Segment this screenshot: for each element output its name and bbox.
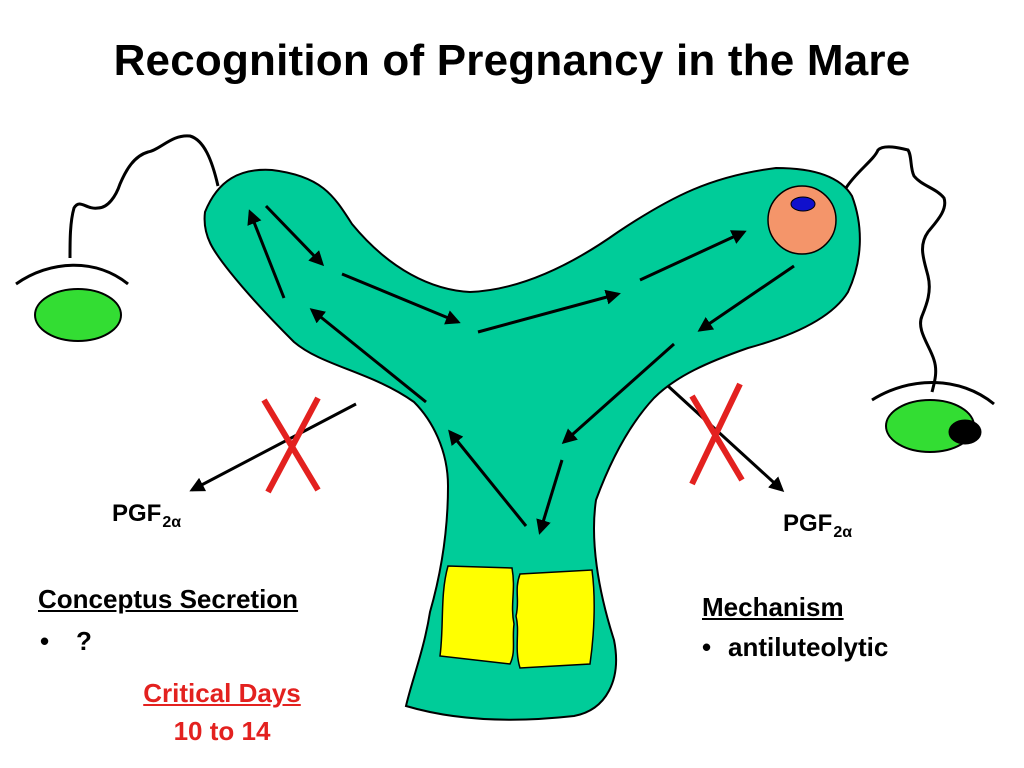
migration-arrow <box>264 204 325 267</box>
cervix-right-block <box>515 569 595 669</box>
pgf-arrow-right <box>666 384 785 493</box>
bullet-symbol: • <box>702 632 712 662</box>
block-mark-stroke <box>265 396 321 494</box>
bullet-text: ? <box>76 626 92 656</box>
pgf-label-main: PGF <box>112 500 162 527</box>
left-ovary-bursa <box>15 263 129 286</box>
migration-arrow <box>697 264 795 332</box>
pgf-arrow-left <box>189 402 357 492</box>
migration-arrow <box>309 308 427 404</box>
migration-arrow <box>448 429 528 527</box>
pgf-label-left: PGF2α <box>112 500 182 531</box>
cervix-left-block <box>439 565 515 665</box>
conceptus-secretion-heading: Conceptus Secretion <box>38 584 299 614</box>
migration-arrow <box>561 342 675 444</box>
block-mark-right <box>689 382 745 486</box>
migration-arrows <box>247 204 795 535</box>
mechanism-heading: Mechanism <box>702 592 844 622</box>
right-oviduct <box>844 145 947 393</box>
pgf-label-main: PGF <box>783 510 833 537</box>
critical-days-range: 10 to 14 <box>173 716 271 746</box>
migration-arrow <box>477 289 621 334</box>
migration-arrow <box>536 459 564 535</box>
uterus <box>203 166 861 721</box>
block-mark-left <box>261 396 321 494</box>
migration-arrow <box>639 230 747 282</box>
embryo-nucleus <box>790 196 816 212</box>
left-oviduct <box>68 134 220 259</box>
mechanism-bullet: • antiluteolytic <box>702 632 888 663</box>
critical-days-heading: Critical Days <box>143 678 301 708</box>
migration-arrow <box>247 209 286 299</box>
bullet-symbol: • <box>40 626 50 656</box>
block-mark-stroke <box>689 382 743 486</box>
conceptus-secretion-bullet: •? <box>40 626 92 657</box>
slide-title: Recognition of Pregnancy in the Mare <box>113 36 911 85</box>
migration-arrow <box>341 272 461 325</box>
corpus-luteum <box>948 419 982 445</box>
pgf-label-subscript: 2α <box>162 514 182 531</box>
embryo <box>767 185 837 255</box>
right-ovary-bursa <box>871 381 995 406</box>
pgf-label-subscript: 2α <box>833 524 853 541</box>
bullet-text: antiluteolytic <box>728 632 889 662</box>
left-ovary <box>34 288 122 342</box>
pgf-label-right: PGF2α <box>783 510 853 541</box>
